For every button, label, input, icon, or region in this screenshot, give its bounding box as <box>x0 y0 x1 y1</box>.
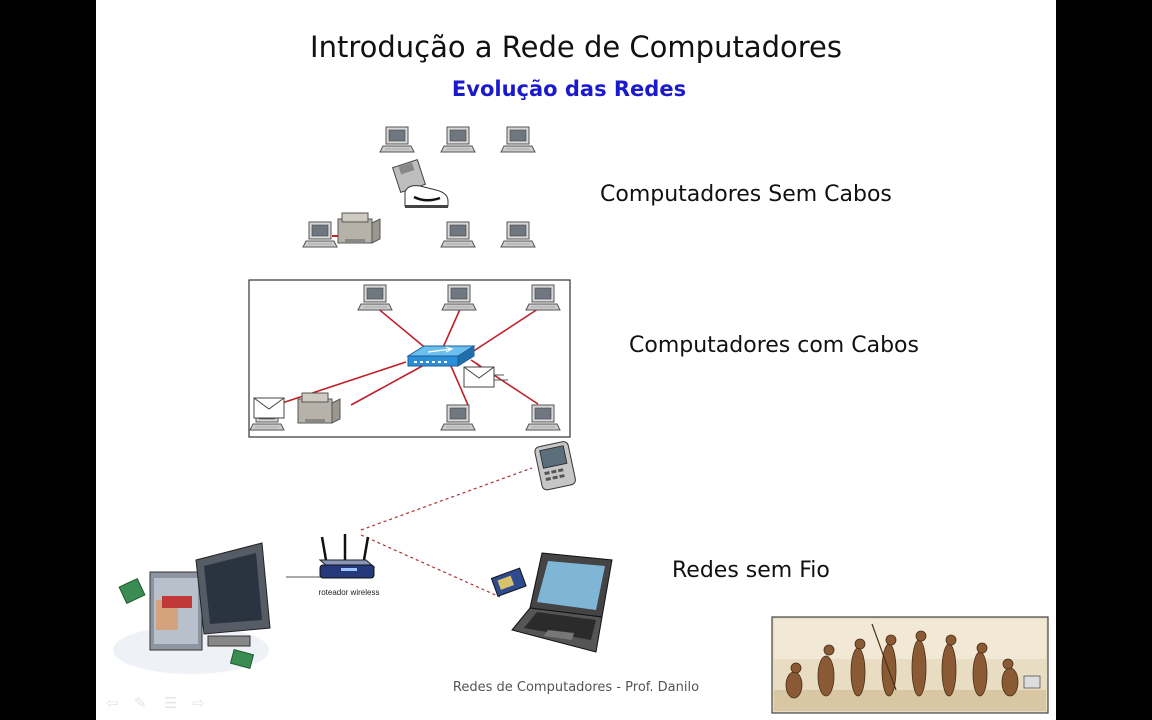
computer-icon <box>440 126 476 153</box>
printer-icon <box>337 212 381 244</box>
sneakernet-group <box>302 126 536 248</box>
network-diagram: roteador wireless <box>113 126 1049 714</box>
floppy-disk-sneaker-icon <box>391 158 449 208</box>
next-slide-icon[interactable]: ⇨ <box>192 694 205 712</box>
slide: Introdução a Rede de Computadores Evoluç… <box>96 0 1056 720</box>
computer-icon <box>500 126 536 153</box>
wireless-router-icon <box>318 534 376 579</box>
computer-icon <box>379 126 415 153</box>
wireless-card-icon <box>490 567 527 597</box>
router-label: roteador wireless <box>319 588 380 597</box>
previous-slide-icon[interactable]: ⇦ <box>106 694 119 712</box>
slide-subtitle: Evolução das Redes <box>451 77 687 101</box>
label-with-cables: Computadores com Cabos <box>629 333 919 358</box>
slide-footer: Redes de Computadores - Prof. Danilo <box>452 680 700 695</box>
slide-title: Introdução a Rede de Computadores <box>310 30 842 64</box>
desktop-assembly-icon <box>113 542 271 674</box>
label-no-cables: Computadores Sem Cabos <box>600 182 892 207</box>
pda-icon <box>534 441 576 491</box>
human-evolution-image <box>771 616 1049 714</box>
computer-icon <box>500 221 536 248</box>
wireless-network-group: roteador wireless <box>113 441 613 674</box>
menu-icon[interactable]: ☰ <box>164 694 178 712</box>
network-hub-icon <box>406 345 476 367</box>
computer-icon <box>440 221 476 248</box>
cabled-network-group <box>249 284 561 431</box>
email-envelope-icon <box>253 397 285 419</box>
email-envelope-icon <box>463 366 495 388</box>
computer-icon <box>302 221 338 248</box>
label-wireless: Redes sem Fio <box>672 558 830 583</box>
pen-icon[interactable]: ✎ <box>134 694 147 712</box>
laptop-icon <box>511 552 613 653</box>
